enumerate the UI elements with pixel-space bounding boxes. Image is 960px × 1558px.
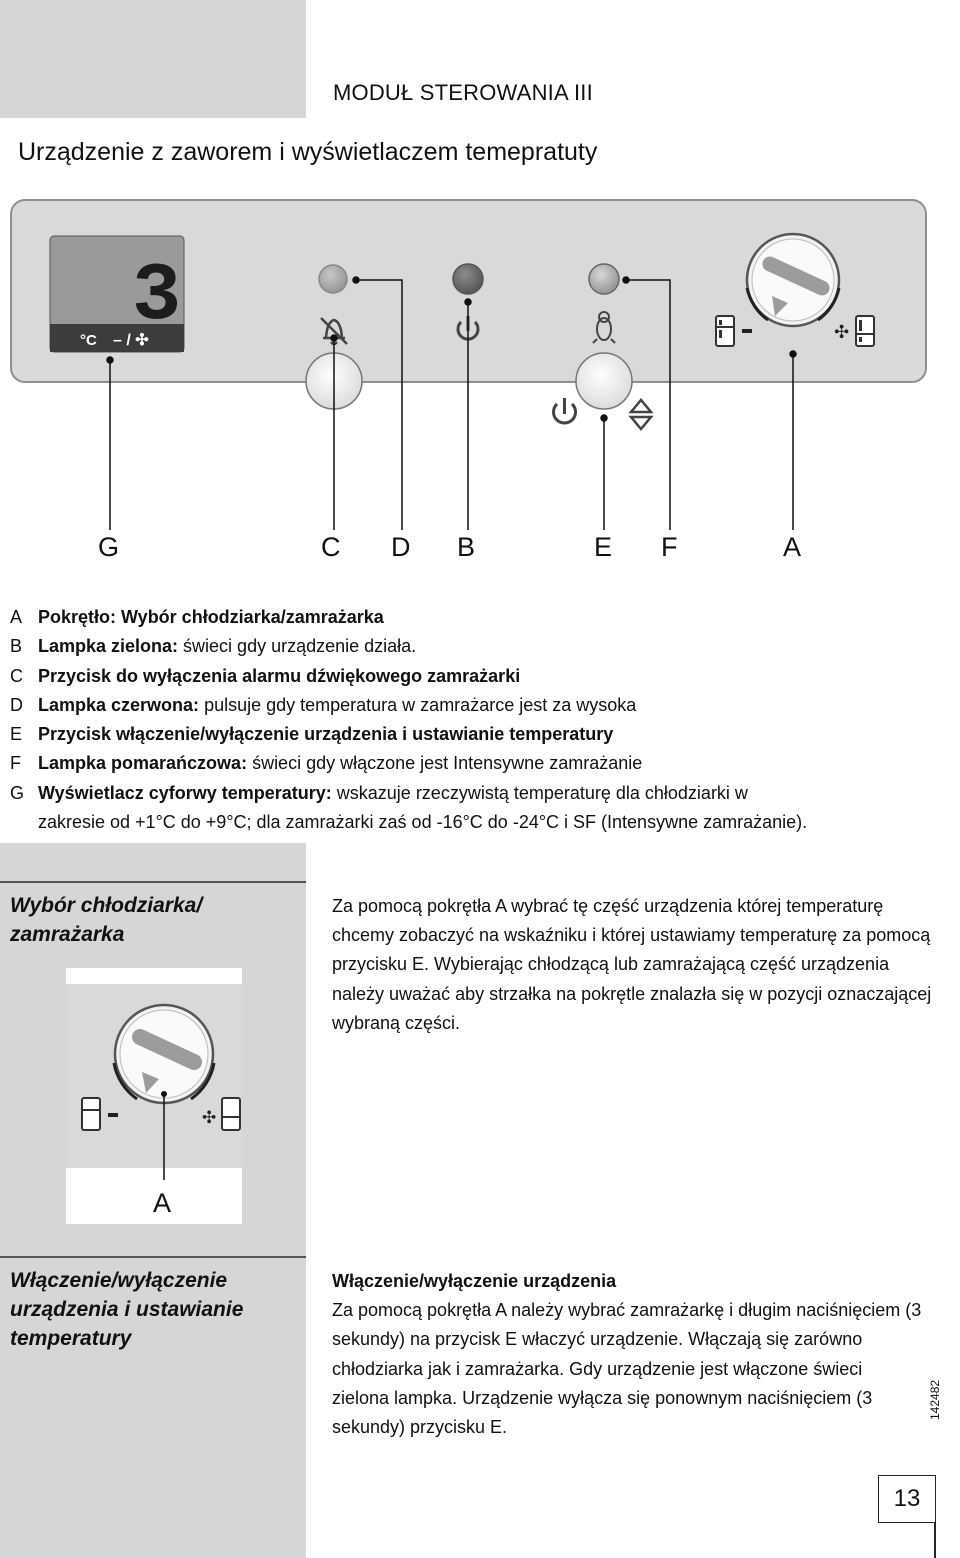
label-e: E (594, 532, 613, 562)
label-b: B (457, 532, 476, 562)
display-mode: – / ✣ (113, 332, 149, 349)
power-temp-button (575, 352, 633, 410)
knob-label-a: A (153, 1188, 172, 1218)
page-number: 13 (878, 1475, 936, 1523)
label-g: G (98, 532, 120, 562)
svg-text:✣: ✣ (202, 1108, 216, 1128)
selector-knob (745, 232, 841, 328)
power-icon-small (552, 398, 577, 425)
main-title: Urządzenie z zaworem i wyświetlaczem tem… (18, 138, 598, 166)
section2-body: Za pomocą pokrętła A należy wybrać zamra… (332, 1300, 922, 1438)
green-lamp (452, 263, 484, 295)
freezing-star-icon: ✣ (834, 322, 849, 343)
legend-continuation: zakresie od +1°C do +9°C; dla zamrażarki… (38, 812, 808, 833)
penguin-icon (592, 311, 616, 344)
fridge-icon (715, 315, 735, 347)
label-c: C (321, 532, 341, 562)
label-a: A (783, 532, 802, 562)
red-lamp (318, 264, 348, 294)
display-digit: 3 (132, 250, 181, 343)
up-down-icon (628, 398, 654, 431)
document-number: 142482 (928, 1379, 942, 1420)
section2-title: Włączenie/wyłączenie urządzenia i ustawi… (10, 1269, 244, 1350)
orange-lamp (588, 263, 620, 295)
module-title: MODUŁ STEROWANIA III (333, 80, 593, 105)
section2-text: Włączenie/wyłączenie urządzenia Za pomoc… (332, 1267, 922, 1442)
control-panel-diagram: °C – / ✣ 3 (10, 199, 927, 530)
section1-text: Za pomocą pokrętła A wybrać tę część urz… (332, 896, 932, 1033)
section2-rule (0, 1256, 306, 1258)
label-d: D (391, 532, 411, 562)
display-unit: °C (80, 332, 97, 349)
label-f: F (661, 532, 678, 562)
section2-heading: Włączenie/wyłączenie urządzenia (332, 1271, 617, 1291)
freezer-icon (855, 315, 875, 347)
knob-detail-diagram: ✣ (66, 968, 242, 1224)
section1-rule (0, 881, 306, 883)
top-grey-column (0, 0, 306, 118)
temperature-display: °C – / ✣ 3 (49, 235, 185, 353)
callout-lines (106, 276, 797, 530)
alarm-off-icon (320, 317, 348, 346)
section1-title: Wybór chłodziarka/ zamrażarka (10, 894, 203, 946)
